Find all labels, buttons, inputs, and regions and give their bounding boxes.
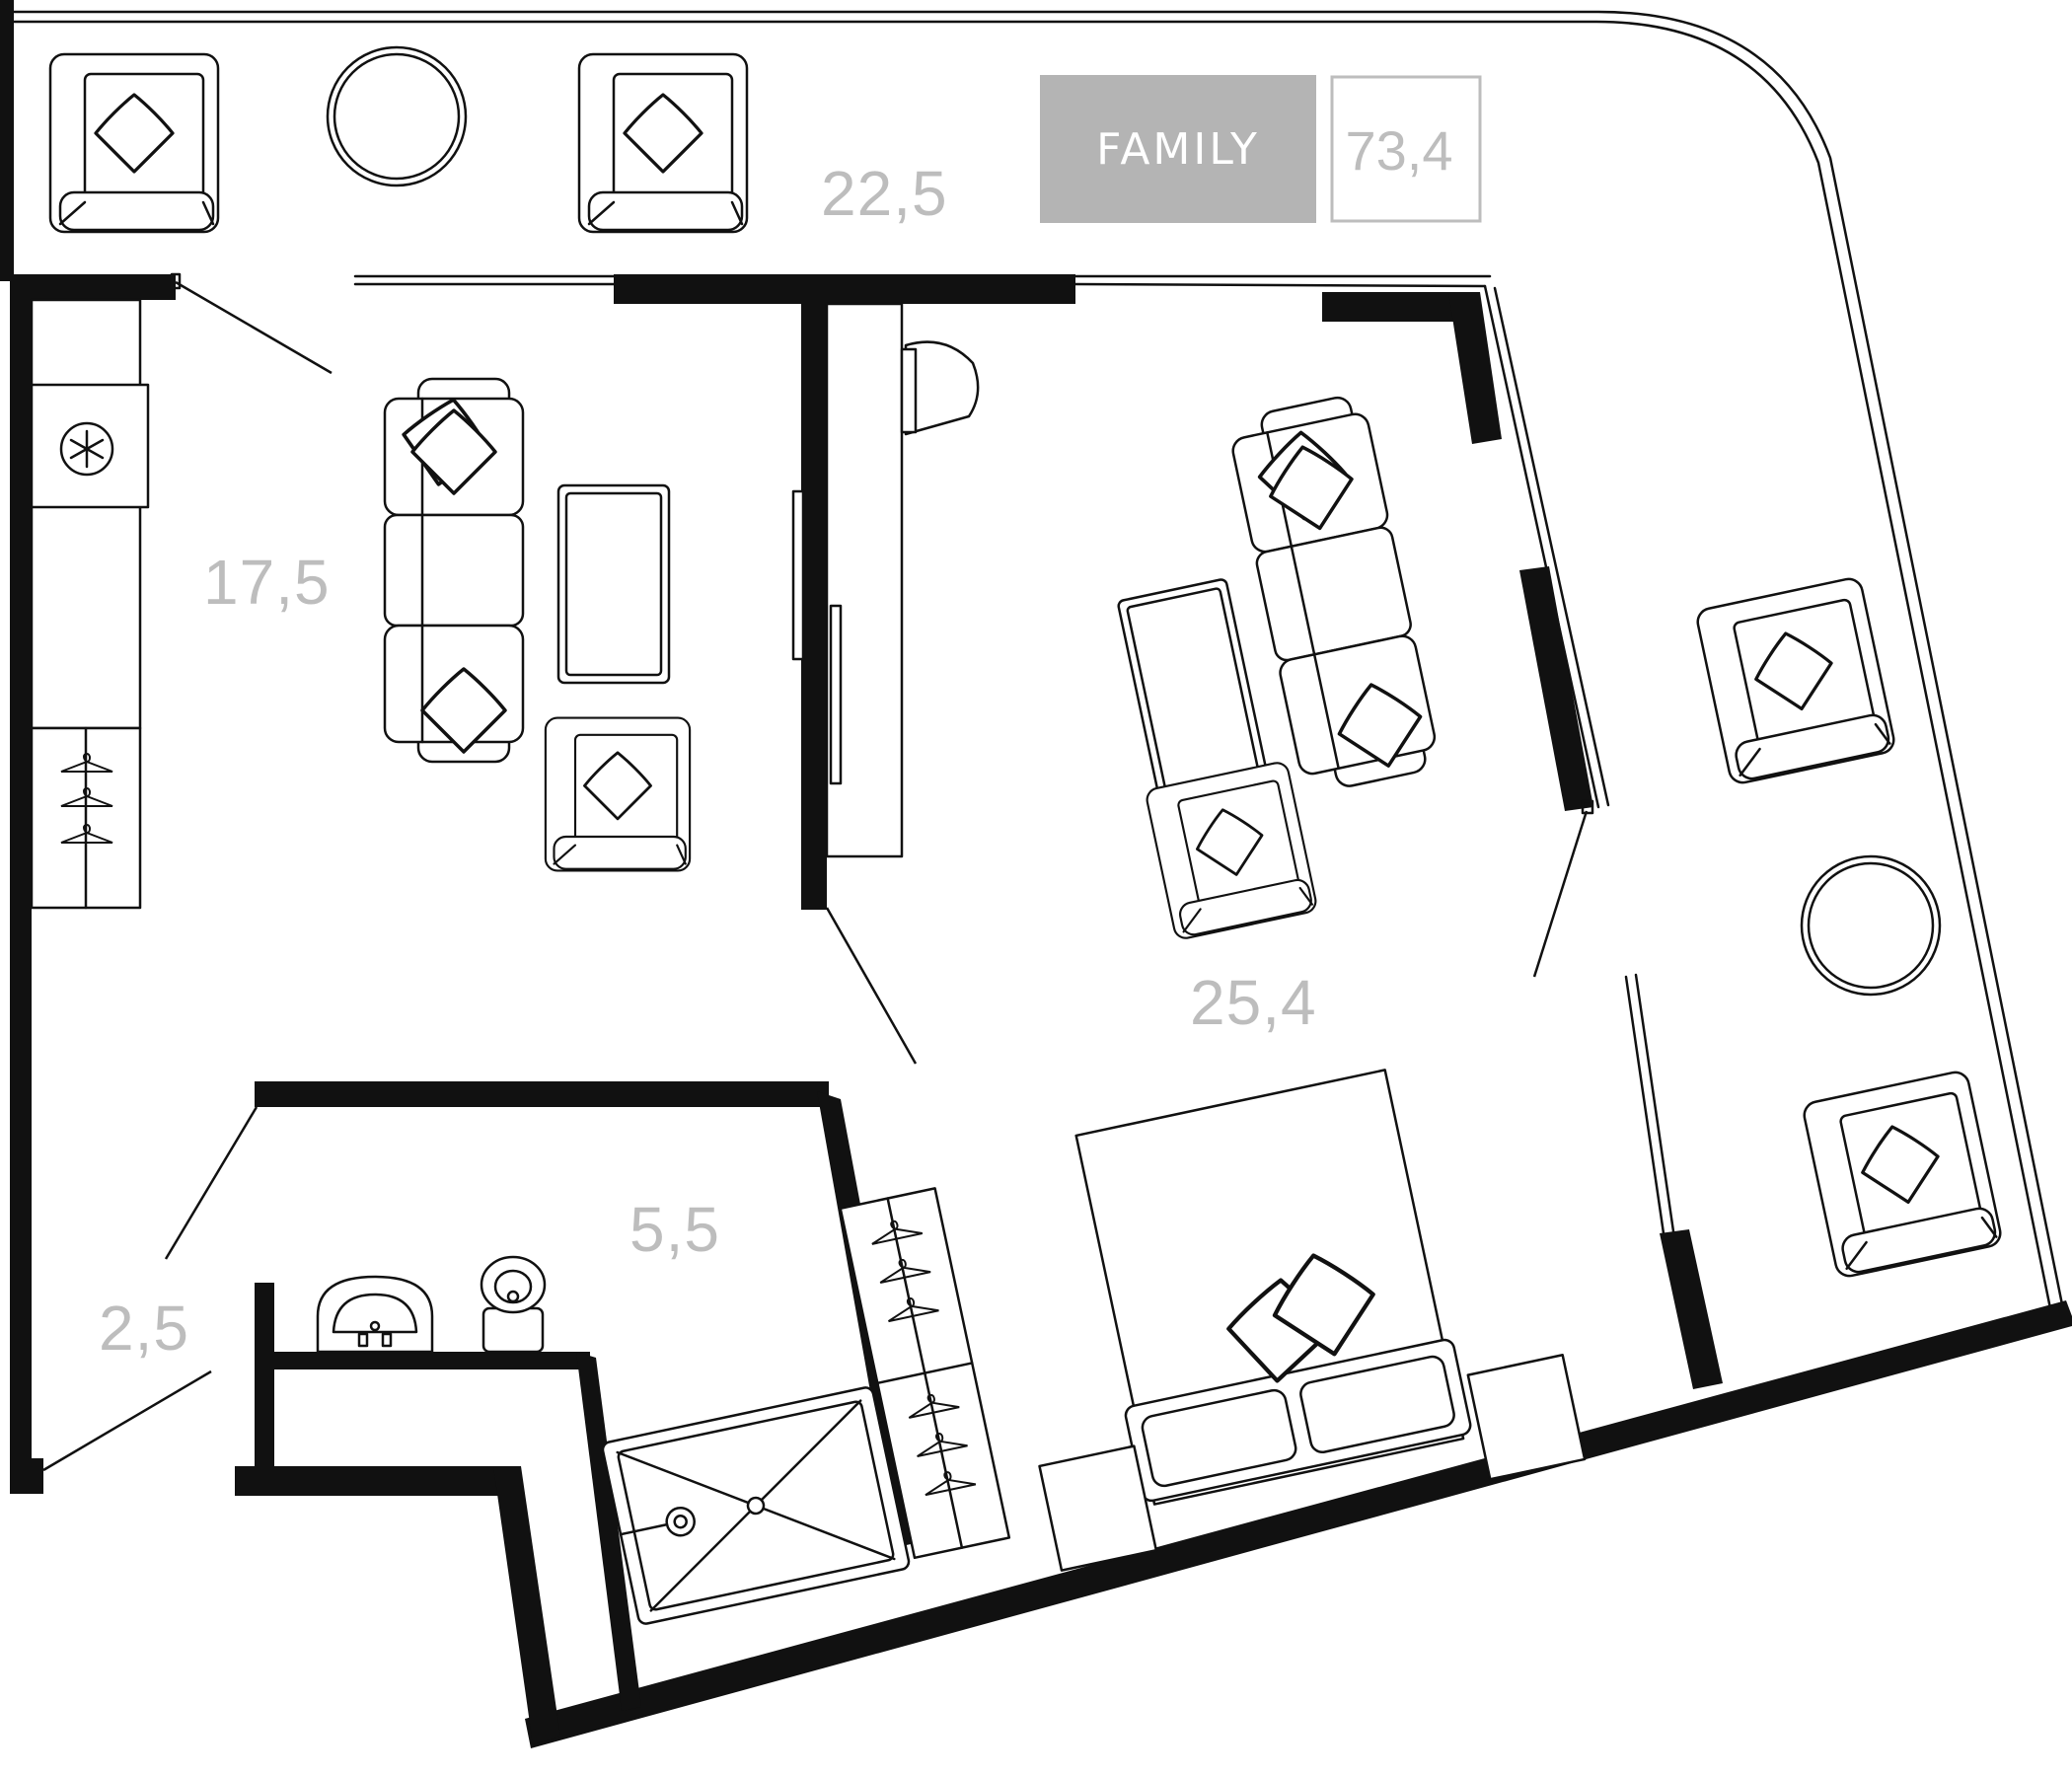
nightstand bbox=[1466, 1354, 1587, 1481]
armchair bbox=[1695, 576, 1896, 784]
kitchen-furniture bbox=[30, 298, 690, 910]
bedroom-furniture bbox=[791, 302, 1587, 1572]
sink bbox=[316, 1275, 434, 1354]
badge-label-box bbox=[1040, 75, 1316, 223]
door-entrance bbox=[42, 1369, 212, 1472]
area-label-bedroom-living: 25,4 bbox=[1190, 967, 1317, 1038]
snowflake-icon bbox=[59, 421, 114, 477]
door-bedroom bbox=[825, 907, 918, 1065]
area-label-balcony: 22,5 bbox=[821, 158, 948, 229]
badge-total-box bbox=[1330, 75, 1482, 223]
doors bbox=[42, 272, 1594, 1472]
chair bbox=[900, 340, 980, 436]
balcony-outline bbox=[0, 0, 2066, 1320]
shower-tray bbox=[601, 1386, 911, 1625]
kitchen-counter bbox=[30, 298, 142, 730]
armchair bbox=[50, 54, 218, 232]
bathroom-fixtures bbox=[316, 1255, 911, 1625]
apartment-badge: FAMILY 73,4 bbox=[1040, 75, 1482, 223]
armchair bbox=[1145, 761, 1317, 940]
door-bathroom bbox=[164, 1106, 259, 1260]
area-label-hall: 2,5 bbox=[99, 1293, 189, 1364]
balcony-furniture bbox=[50, 45, 2003, 1279]
armchair bbox=[546, 718, 690, 871]
sofa bbox=[383, 377, 525, 764]
area-label-bathroom: 5,5 bbox=[629, 1194, 720, 1265]
nightstand bbox=[1038, 1444, 1158, 1572]
badge-label: FAMILY bbox=[1096, 124, 1260, 175]
door-kitchen bbox=[175, 280, 333, 375]
armchair bbox=[579, 54, 747, 232]
sofa bbox=[1231, 396, 1437, 787]
toilet bbox=[480, 1255, 547, 1354]
walls bbox=[10, 274, 2072, 1748]
wardrobe bbox=[839, 1187, 1011, 1560]
badge-total-area: 73,4 bbox=[1346, 119, 1453, 182]
armchair bbox=[1802, 1070, 2003, 1278]
area-label-kitchen-living: 17,5 bbox=[203, 547, 331, 618]
door-balcony bbox=[1532, 810, 1589, 978]
bed bbox=[1038, 1069, 1587, 1572]
